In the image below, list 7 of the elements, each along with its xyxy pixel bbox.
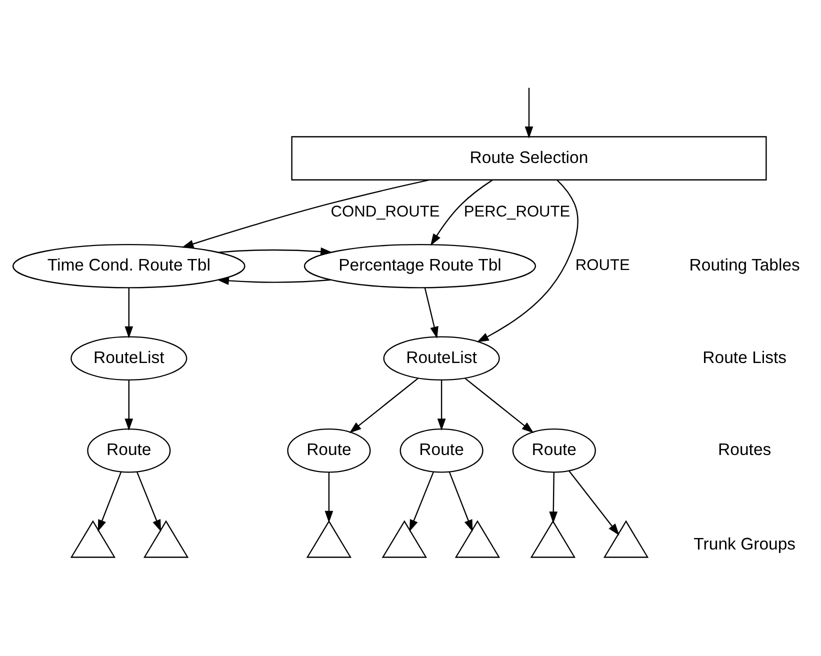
label: Routes [718, 440, 772, 460]
label: Trunk Groups [694, 534, 796, 554]
label: Route Lists [702, 348, 787, 367]
label: Routing Tables [689, 256, 800, 275]
edge-label: ROUTE [575, 257, 630, 274]
edge-label: PERC_ROUTE [464, 203, 570, 220]
edge-label: COND_ROUTE [330, 203, 440, 220]
